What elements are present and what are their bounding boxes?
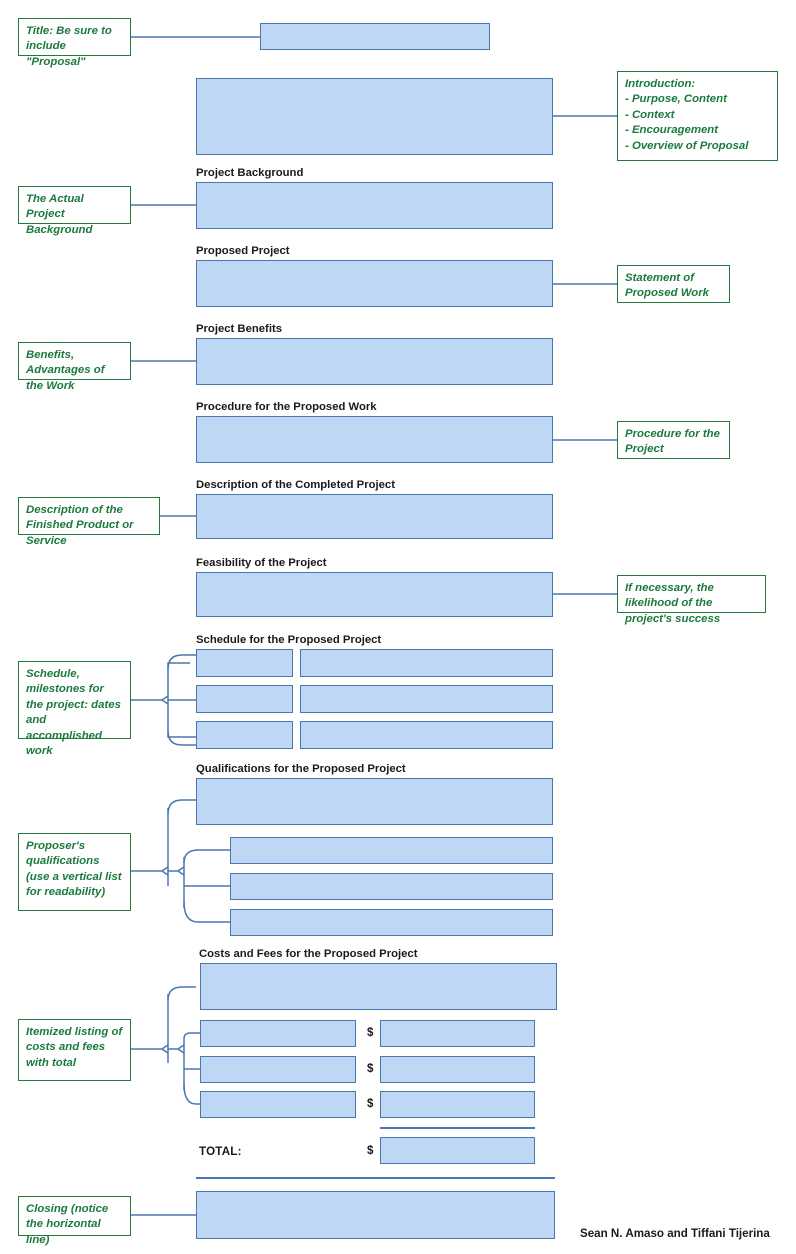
connector-qualifications-item-3 — [183, 901, 230, 923]
currency-symbol-total: $ — [367, 1145, 374, 1157]
field-qualifications-intro[interactable] — [196, 778, 553, 825]
note-schedule: Schedule, milestones for the project: da… — [18, 661, 131, 757]
connector-costs-inner-arrow — [177, 1044, 185, 1054]
connector-costs-item-3 — [183, 1083, 200, 1105]
heading-proposed-project: Proposed Project — [196, 245, 290, 257]
note-introduction: Introduction: - Purpose, Content - Conte… — [617, 71, 778, 161]
heading-procedure: Procedure for the Proposed Work — [196, 401, 377, 413]
connector-schedule-arrow — [161, 695, 169, 705]
heading-project-background: Project Background — [196, 167, 304, 179]
field-schedule-date-3[interactable] — [196, 721, 293, 749]
field-cost-item-2[interactable] — [200, 1056, 356, 1083]
connector-qualifications-arrow — [161, 866, 169, 876]
field-cost-amount-2[interactable] — [380, 1056, 535, 1083]
connector-costs-item-1 — [183, 1032, 200, 1040]
currency-symbol-1: $ — [367, 1027, 374, 1039]
field-qualification-item-3[interactable] — [230, 909, 553, 936]
note-feasibility: If necessary, the likelihood of the proj… — [617, 575, 766, 625]
closing-horizontal-rule — [196, 1177, 555, 1179]
field-schedule-task-3[interactable] — [300, 721, 553, 749]
field-qualification-item-1[interactable] — [230, 837, 553, 864]
heading-costs: Costs and Fees for the Proposed Project — [199, 948, 418, 960]
field-procedure[interactable] — [196, 416, 553, 463]
total-label: TOTAL: — [199, 1145, 242, 1158]
field-project-benefits[interactable] — [196, 338, 553, 385]
currency-symbol-2: $ — [367, 1063, 374, 1075]
heading-project-benefits: Project Benefits — [196, 323, 283, 335]
field-schedule-task-2[interactable] — [300, 685, 553, 713]
connector-qualifications-item-1 — [183, 849, 230, 864]
field-cost-amount-1[interactable] — [380, 1020, 535, 1047]
field-cost-amount-3[interactable] — [380, 1091, 535, 1118]
connector-schedule-branch-top — [167, 654, 196, 670]
field-schedule-task-1[interactable] — [300, 649, 553, 677]
currency-symbol-3: $ — [367, 1098, 374, 1110]
field-qualification-item-2[interactable] — [230, 873, 553, 900]
field-cost-item-1[interactable] — [200, 1020, 356, 1047]
field-proposed-project[interactable] — [196, 260, 553, 307]
heading-qualifications: Qualifications for the Proposed Project — [196, 763, 406, 775]
connector-costs-main — [167, 986, 196, 1001]
field-description[interactable] — [196, 494, 553, 539]
heading-feasibility: Feasibility of the Project — [196, 557, 327, 569]
heading-description: Description of the Completed Project — [196, 479, 395, 491]
note-project-background: The Actual Project Background — [18, 186, 131, 236]
connector-qualifications-main — [167, 799, 196, 815]
note-project-benefits: Benefits, Advantages of the Work — [18, 342, 131, 392]
note-procedure: Procedure for the Project — [617, 421, 730, 459]
note-description: Description of the Finished Product or S… — [18, 497, 160, 547]
connector-qualifications-inner-arrow — [177, 866, 185, 876]
field-project-background[interactable] — [196, 182, 553, 229]
note-title: Title: Be sure to include "Proposal" — [18, 18, 131, 68]
note-proposed-project: Statement of Proposed Work — [617, 265, 730, 303]
field-costs-intro[interactable] — [200, 963, 557, 1010]
note-qualifications: Proposer's qualifications (use a vertica… — [18, 833, 131, 911]
field-feasibility[interactable] — [196, 572, 553, 617]
field-schedule-date-1[interactable] — [196, 649, 293, 677]
connector-schedule-branch-bottom — [167, 730, 196, 746]
field-cost-total[interactable] — [380, 1137, 535, 1164]
heading-schedule: Schedule for the Proposed Project — [196, 634, 382, 646]
connector-costs-arrow — [161, 1044, 169, 1054]
field-cost-item-3[interactable] — [200, 1091, 356, 1118]
field-title[interactable] — [260, 23, 490, 50]
field-closing[interactable] — [196, 1191, 555, 1239]
note-costs: Itemized listing of costs and fees with … — [18, 1019, 131, 1081]
field-schedule-date-2[interactable] — [196, 685, 293, 713]
field-introduction[interactable] — [196, 78, 553, 155]
note-closing: Closing (notice the horizontal line) — [18, 1196, 131, 1246]
costs-total-divider — [380, 1127, 535, 1129]
authors-credit: Sean N. Amaso and Tiffani Tijerina — [580, 1227, 770, 1240]
